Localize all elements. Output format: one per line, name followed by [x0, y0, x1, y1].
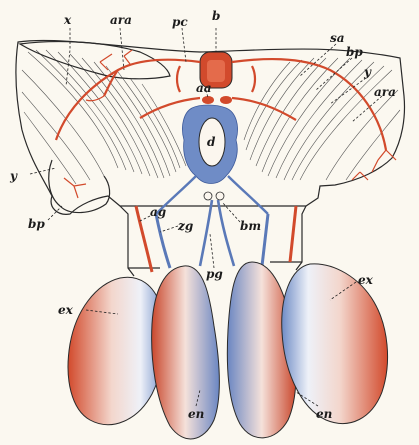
label-y-right: y [363, 65, 372, 79]
left-muscle-hatching [22, 50, 186, 184]
lobe-en-left [152, 266, 220, 439]
lobes [68, 262, 388, 439]
dorsal-cord-inner [207, 60, 225, 82]
vein-pg-right [218, 200, 234, 266]
bm-right [216, 192, 224, 200]
label-ag: ag [150, 205, 166, 219]
lobe-ex-right [282, 264, 388, 424]
vein-zg-left [156, 214, 170, 268]
left-body-wall [49, 160, 110, 213]
label-sa: sa [330, 31, 345, 45]
label-b: b [212, 9, 220, 23]
label-zg: zg [177, 219, 193, 233]
artery-ag-right [290, 206, 296, 262]
label-y-left: y [9, 169, 18, 183]
stalk-right [296, 206, 306, 270]
label-d: d [207, 135, 216, 149]
label-pg: pg [206, 267, 223, 281]
label-aa: aa [196, 81, 212, 95]
lower-frame [120, 200, 306, 276]
label-pc: pc [172, 15, 188, 29]
vein-pg-left [200, 200, 212, 266]
label-bp-right: bp [346, 45, 363, 59]
label-bp-left: bp [28, 217, 45, 231]
lobe-ex-left [68, 277, 165, 424]
aorta-aa-left [202, 96, 214, 104]
label-ara-right: ara [374, 85, 396, 99]
body-section [16, 41, 405, 215]
label-ex-left: ex [58, 303, 74, 317]
aorta-aa-right [220, 96, 232, 104]
label-en-right: en [316, 407, 332, 421]
label-ara-top: ara [110, 13, 132, 27]
stalk-left [120, 206, 134, 276]
label-bm: bm [240, 219, 261, 233]
label-ex-right: ex [358, 273, 374, 287]
vein-zg-right [262, 214, 268, 266]
label-x: x [63, 13, 72, 27]
bm-left [204, 192, 212, 200]
label-en-left: en [188, 407, 204, 421]
